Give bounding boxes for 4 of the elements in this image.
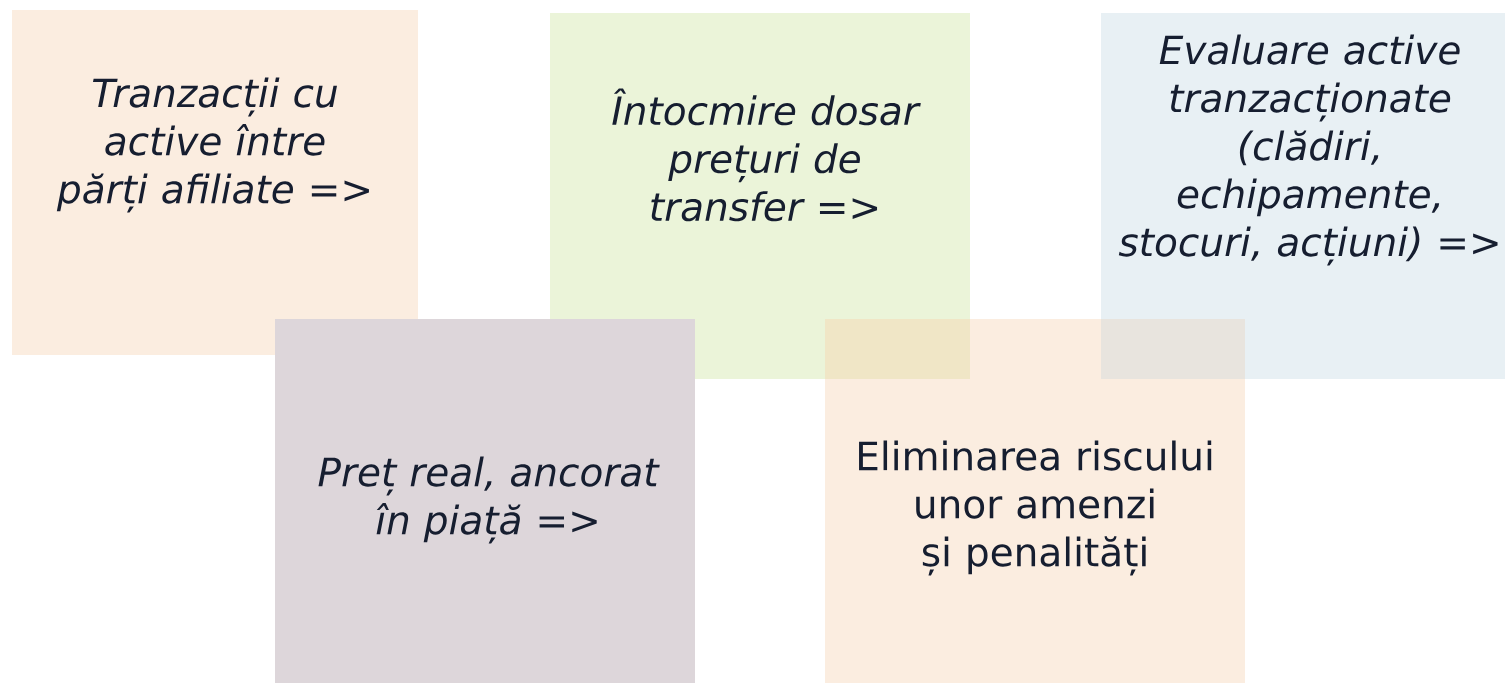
note-box: Eliminarea riscului unor amenzi și penalități <box>825 319 1245 683</box>
note-box: Evaluare active tranzacționate (clădiri, echipamente, stocuri, acțiuni) => <box>1101 13 1505 379</box>
note-box: Tranzacții cu active între părți afiliate => <box>12 10 418 355</box>
note-box: Preț real, ancorat în piață => <box>275 319 695 683</box>
